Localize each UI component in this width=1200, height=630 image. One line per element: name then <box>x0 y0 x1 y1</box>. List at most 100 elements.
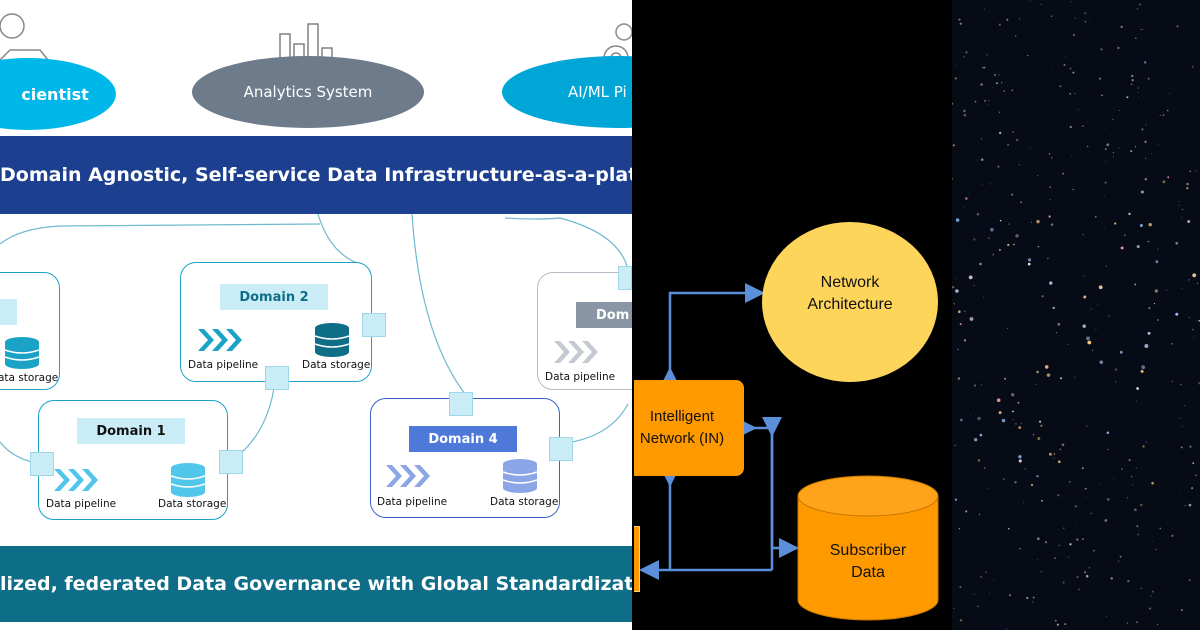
particle-dot <box>963 56 965 58</box>
particle-dot <box>1118 147 1120 149</box>
particle-dot <box>1123 234 1126 237</box>
particle-dot <box>1065 306 1066 308</box>
domain-1-label: Domain 1 <box>77 418 185 444</box>
particle-dot <box>968 51 970 53</box>
particle-dot <box>1083 275 1085 277</box>
particle-dot <box>1085 488 1087 490</box>
particle-dot <box>988 488 990 490</box>
particle-dot <box>994 73 997 77</box>
particle-dot <box>979 433 983 437</box>
domain-partial-right-label: Dom <box>576 302 632 328</box>
particle-dot <box>1036 537 1040 541</box>
particle-dot <box>992 253 995 256</box>
particle-dot <box>1157 248 1159 250</box>
particle-dot <box>1046 373 1051 377</box>
particle-dot <box>1180 609 1183 612</box>
particle-dot <box>1054 619 1057 622</box>
pipeline-chevrons-icon <box>54 469 98 491</box>
particle-dot <box>998 131 1002 135</box>
particle-dot <box>1040 571 1042 573</box>
database-icon <box>314 323 350 357</box>
particle-dot <box>1087 340 1092 345</box>
particle-dot <box>1108 315 1110 317</box>
particle-dot <box>1136 525 1139 528</box>
particle-dot <box>984 467 986 469</box>
particle-dot <box>969 317 974 321</box>
particle-dot <box>1128 459 1131 462</box>
particle-dot <box>1076 538 1079 541</box>
particle-dot <box>1058 553 1059 554</box>
particle-dot <box>1145 157 1147 159</box>
left-partial-storage-caption: ata storage <box>0 372 59 384</box>
particle-dot <box>1001 82 1003 84</box>
intelligent-network-line-1: Intelligent <box>649 408 715 425</box>
particle-dot <box>1074 92 1076 94</box>
particle-dot <box>974 438 978 442</box>
network-architecture-node <box>762 222 938 382</box>
particle-dot <box>1082 233 1084 236</box>
particle-dot <box>1107 448 1109 450</box>
particle-dot <box>1139 3 1142 6</box>
particle-dot <box>1082 125 1084 127</box>
analytics-system-node: Analytics System <box>192 56 424 128</box>
particle-dot <box>1081 467 1084 470</box>
particle-dot <box>1147 241 1149 243</box>
particle-dot <box>977 458 981 462</box>
particle-dot <box>1144 140 1147 143</box>
particle-dot <box>1029 146 1031 148</box>
particle-dot <box>1183 334 1185 335</box>
particle-dot <box>1011 193 1014 196</box>
particle-dot <box>1072 34 1075 36</box>
particle-dot <box>1141 28 1143 30</box>
particle-dot <box>1137 91 1139 93</box>
particle-dot <box>1018 164 1020 166</box>
particle-dot <box>1027 258 1032 262</box>
particle-dot <box>1078 109 1079 111</box>
particle-dot <box>1036 219 1040 224</box>
particle-dot <box>1149 607 1152 610</box>
particle-dot <box>1050 15 1053 17</box>
particle-dot <box>1189 445 1192 448</box>
particle-dot <box>980 384 983 386</box>
particle-dot <box>1159 527 1162 530</box>
particle-dot <box>1032 434 1035 436</box>
particle-dot <box>1095 216 1097 218</box>
particle-dot <box>1061 443 1065 447</box>
particle-dot <box>1131 484 1134 486</box>
particle-dot <box>1074 17 1076 19</box>
particle-dot <box>1065 56 1067 57</box>
particle-dot <box>1136 8 1138 10</box>
particle-dot <box>995 82 998 85</box>
particle-dot <box>1029 0 1031 2</box>
particle-dot <box>1086 336 1090 341</box>
particle-dot <box>1030 483 1034 487</box>
particle-dot <box>1044 541 1048 544</box>
particle-dot <box>1148 223 1152 227</box>
particle-dot <box>1114 368 1117 371</box>
particle-dot <box>1082 324 1086 328</box>
particle-dot <box>1169 93 1171 95</box>
particle-dot <box>1082 538 1084 540</box>
particle-dot <box>1053 453 1056 455</box>
particle-dot <box>1014 481 1017 484</box>
particle-dot <box>1026 596 1029 600</box>
particle-dot <box>1181 217 1183 219</box>
domain-2-storage-caption: Data storage <box>302 359 371 371</box>
domain-2-box <box>180 262 372 382</box>
particle-dot <box>985 571 987 574</box>
particle-dot <box>1072 71 1075 74</box>
particle-dot <box>1076 576 1079 579</box>
particle-dot <box>1176 25 1179 28</box>
particle-dot <box>965 51 968 54</box>
particle-dot <box>1144 178 1147 181</box>
particle-dot <box>1053 457 1055 459</box>
particle-dot <box>1069 92 1072 95</box>
particle-dot <box>1147 331 1151 335</box>
particle-dot <box>997 165 1000 168</box>
particle-dot <box>1041 295 1044 298</box>
particle-dot <box>1012 131 1014 133</box>
particle-dot <box>1121 468 1123 470</box>
particle-dot <box>977 416 981 421</box>
